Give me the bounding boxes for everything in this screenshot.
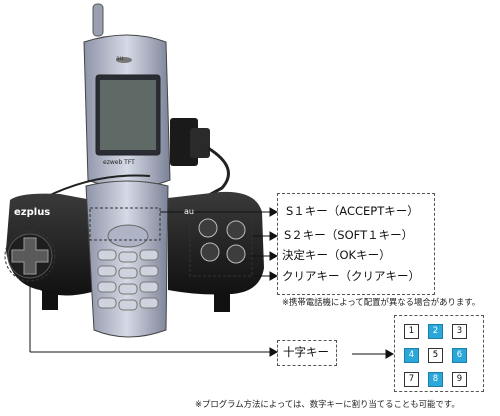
layout-note: ※携帯電話機によって配置が異なる場合があります。 — [282, 297, 481, 307]
callout-dpad-key: 十字キー — [283, 345, 329, 359]
phone-lower-body — [85, 180, 169, 338]
antenna-icon — [92, 3, 104, 37]
keypad-key-8: 8 — [428, 372, 443, 387]
dpad-icon — [7, 233, 53, 279]
keypad-key-5: 5 — [428, 348, 443, 363]
callout-dpad-box — [277, 340, 337, 366]
callout-s1-key: S１キー（ACCEPTキー） — [286, 204, 419, 218]
keypad-key-9: 9 — [452, 372, 467, 387]
carrier-logo-left: au — [116, 55, 124, 62]
callout-clear-key: クリアキー（クリアキー） — [282, 269, 420, 283]
keypad-key-2: 2 — [428, 324, 443, 339]
callout-key-list — [277, 193, 435, 295]
keypad-key-6: 6 — [452, 348, 467, 363]
phone-model-text: ezweb TFT — [103, 159, 135, 166]
keypad-key-1: 1 — [404, 324, 419, 339]
keypad-key-7: 7 — [404, 372, 419, 387]
keypad-key-4: 4 — [404, 348, 419, 363]
keypad-key-3: 3 — [452, 324, 467, 339]
callout-s2-key: S２キー（SOFT１キー） — [284, 228, 414, 242]
face-buttons — [198, 218, 246, 264]
ezplus-logo: ezplus — [14, 207, 51, 218]
keypad-mapping-box — [394, 315, 484, 392]
phone-upper-body — [83, 34, 171, 189]
callout-enter-key: 決定キー（OKキー） — [282, 248, 391, 262]
program-note: ※プログラム方法によっては、数字キーに割り当てることも可能です。 — [195, 399, 460, 409]
carrier-logo-right: au — [184, 207, 194, 216]
